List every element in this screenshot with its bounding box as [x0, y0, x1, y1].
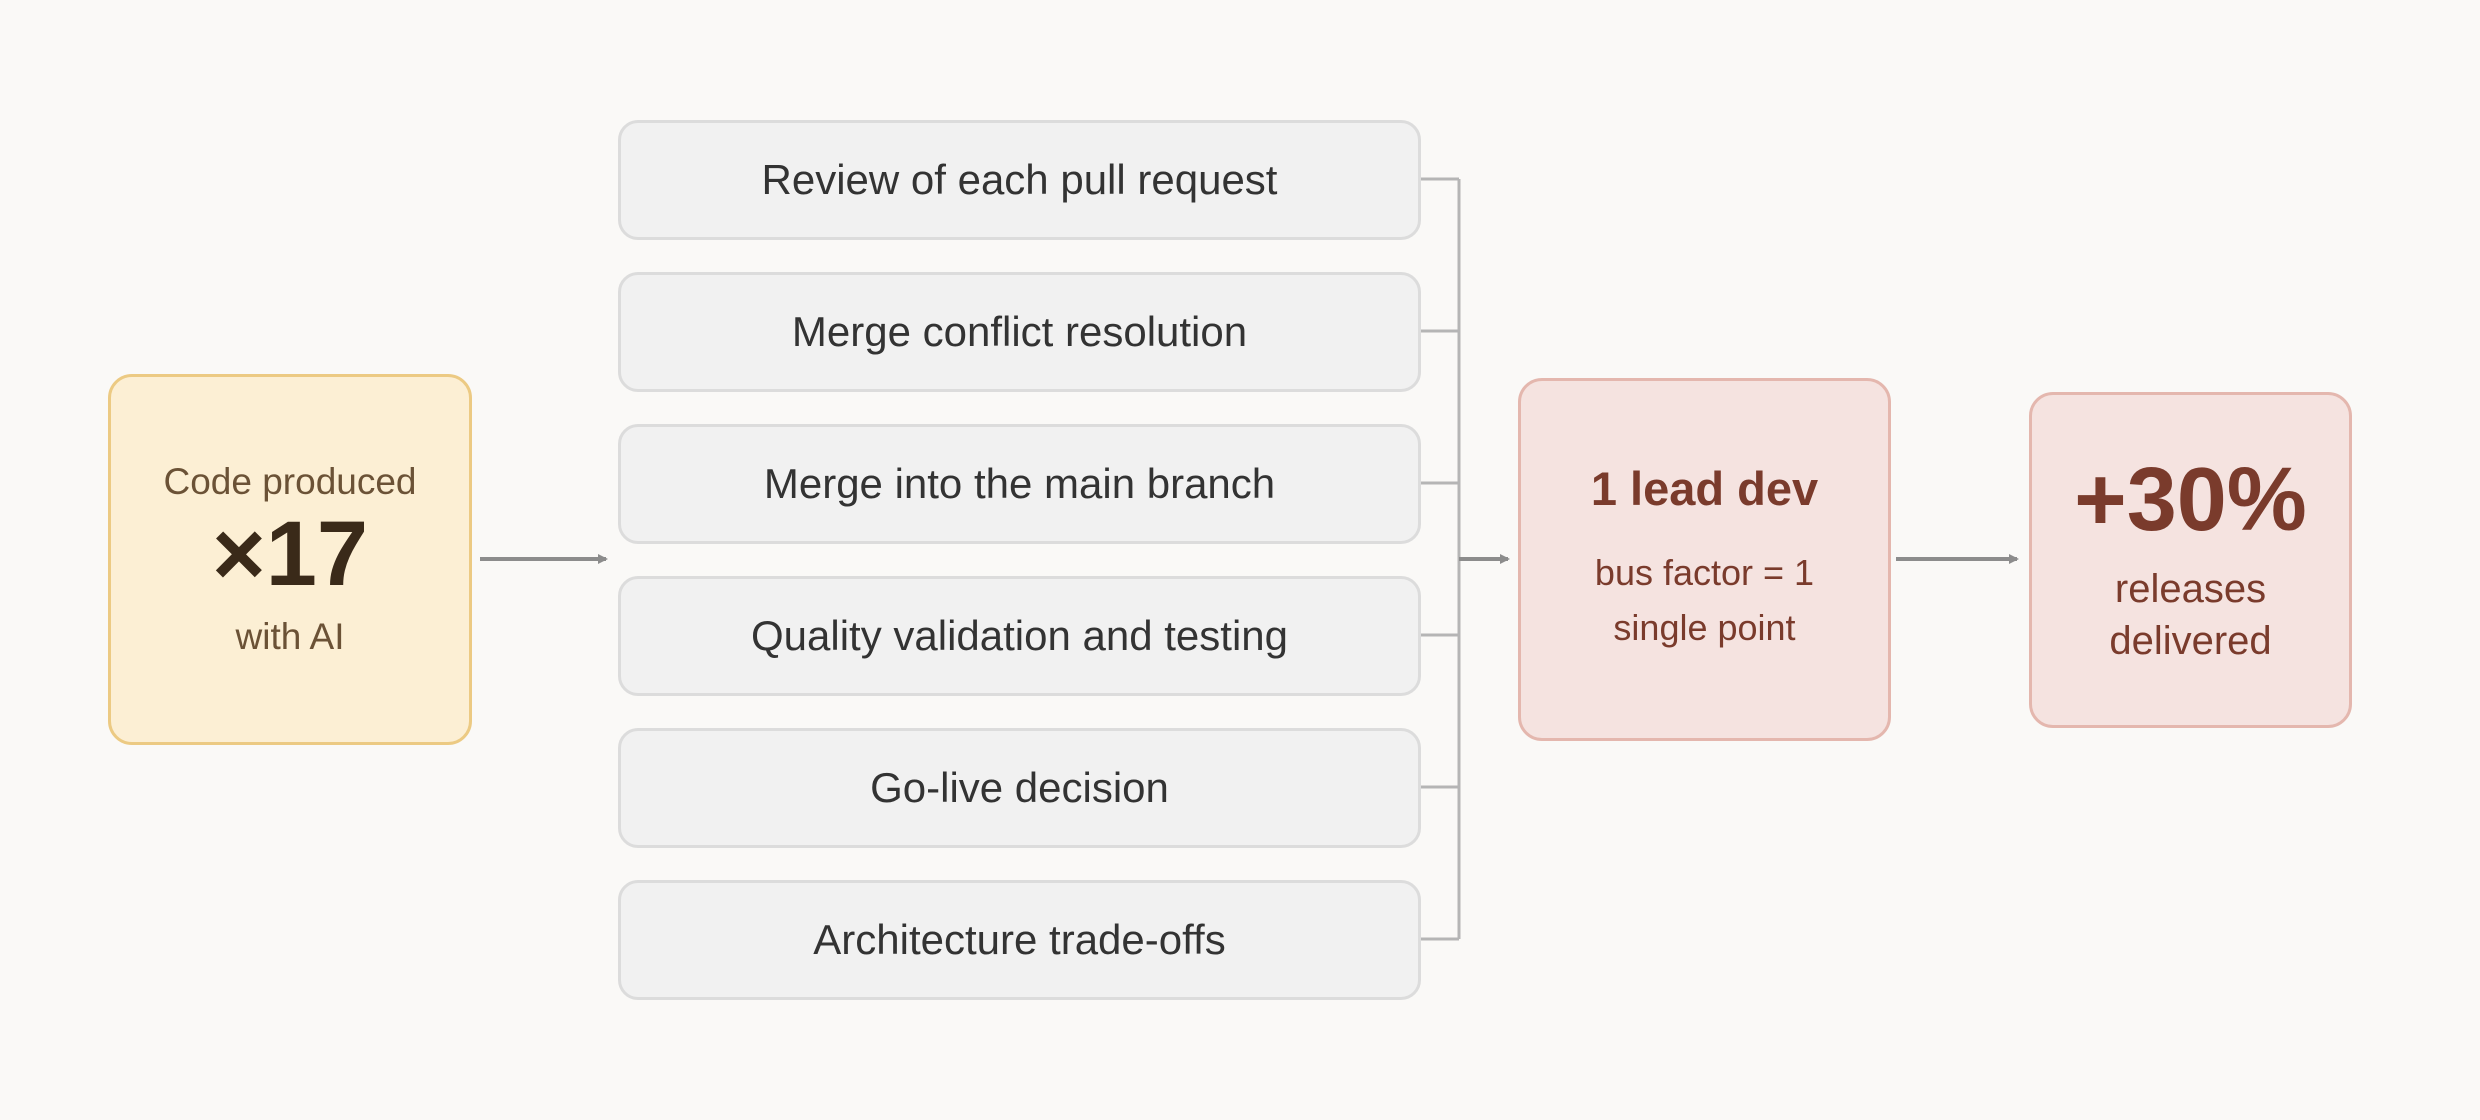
bus-factor-label: bus factor = 1: [1594, 551, 1815, 593]
releases-delivered-label: releases delivered: [2109, 567, 2272, 664]
task-box-quality: Quality validation and testing: [618, 576, 1421, 696]
task-box-review: Review of each pull request: [618, 120, 1421, 240]
single-point-label: single point: [1613, 607, 1796, 649]
releases-result-box: +30% releases delivered: [2029, 392, 2352, 728]
task-box-merge-conflict: Merge conflict resolution: [618, 272, 1421, 392]
task-box-merge-main: Merge into the main branch: [618, 424, 1421, 544]
code-produced-box: Code produced ×17 with AI: [108, 374, 472, 745]
code-produced-label: Code produced: [163, 460, 417, 502]
task-connector-stubs: [1421, 177, 1461, 941]
task-box-architecture: Architecture trade-offs: [618, 880, 1421, 1000]
lead-dev-title: 1 lead dev: [1590, 461, 1819, 515]
task-box-go-live: Go-live decision: [618, 728, 1421, 848]
code-multiplier-value: ×17: [211, 503, 369, 606]
releases-increase-value: +30%: [2074, 449, 2307, 550]
lead-dev-box: 1 lead dev bus factor = 1 single point: [1518, 378, 1891, 741]
with-ai-label: with AI: [235, 615, 345, 657]
